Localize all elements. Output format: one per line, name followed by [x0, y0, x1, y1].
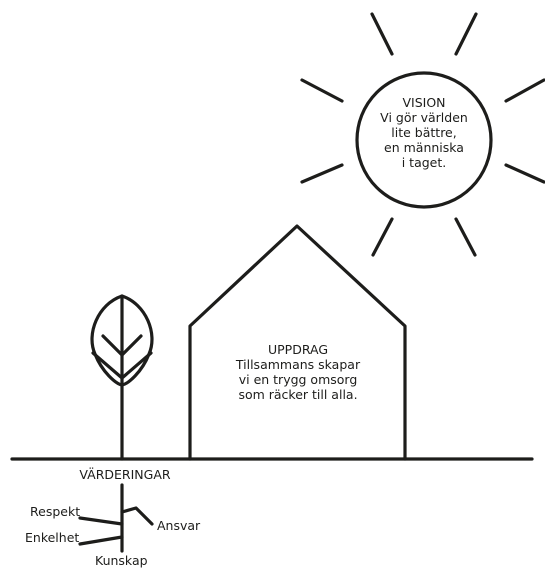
mission-title: UPPDRAG [267, 342, 329, 357]
value-ansvar: Ansvar [157, 518, 201, 533]
sun-ray [371, 217, 394, 257]
sun-rays [300, 12, 545, 257]
mission-line: som räcker till alla. [238, 387, 358, 402]
tree [90, 294, 154, 461]
values-title: VÄRDERINGAR [79, 467, 171, 482]
vision-line: i taget. [401, 155, 447, 170]
value-respekt: Respekt [30, 504, 81, 519]
sun-ray [504, 163, 545, 184]
vision-title: VISION [402, 95, 446, 110]
sun-ray [300, 78, 344, 103]
mission-line: vi en trygg omsorg [238, 372, 358, 387]
sun-ray [300, 163, 344, 184]
vision-line: en människa [384, 140, 464, 155]
vision-line: Vi gör världen [380, 110, 468, 125]
sun-ray [370, 12, 394, 56]
vision-text: VISION Vi gör världen lite bättre, en mä… [358, 95, 490, 170]
mission-text: UPPDRAG Tillsammans skapar vi en trygg o… [205, 342, 391, 402]
value-kunskap: Kunskap [95, 553, 148, 568]
sun-ray [454, 12, 478, 56]
value-enkelhet: Enkelhet [25, 530, 80, 545]
sun-ray [504, 78, 545, 103]
roots [78, 483, 154, 553]
mission-line: Tillsammans skapar [235, 357, 361, 372]
vision-line: lite bättre, [391, 125, 457, 140]
sun-ray [454, 217, 477, 257]
house-outline [188, 224, 407, 461]
sun-circle [355, 71, 493, 209]
